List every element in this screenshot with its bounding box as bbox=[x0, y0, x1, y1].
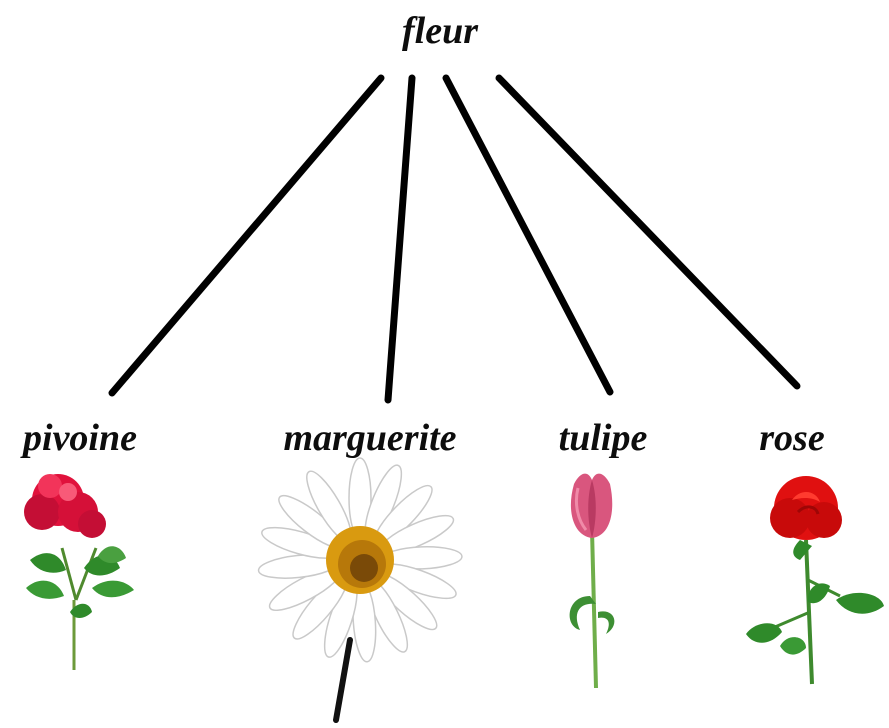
child-node-label-marguerite: marguerite bbox=[283, 419, 456, 457]
edge-fleur-rose bbox=[499, 78, 797, 386]
edge-fleur-marguerite bbox=[388, 78, 412, 400]
rose-flower-icon bbox=[746, 476, 884, 684]
root-node-label: fleur bbox=[402, 12, 478, 50]
child-node-label-tulipe: tulipe bbox=[559, 419, 648, 457]
child-node-label-pivoine: pivoine bbox=[23, 419, 137, 457]
tulip-flower-icon bbox=[570, 474, 615, 688]
daisy-flower-icon bbox=[257, 458, 462, 720]
edge-fleur-tulipe bbox=[446, 78, 610, 392]
child-node-label-rose: rose bbox=[759, 419, 824, 457]
edge-fleur-pivoine bbox=[112, 78, 381, 393]
peony-flower-icon bbox=[24, 474, 134, 670]
